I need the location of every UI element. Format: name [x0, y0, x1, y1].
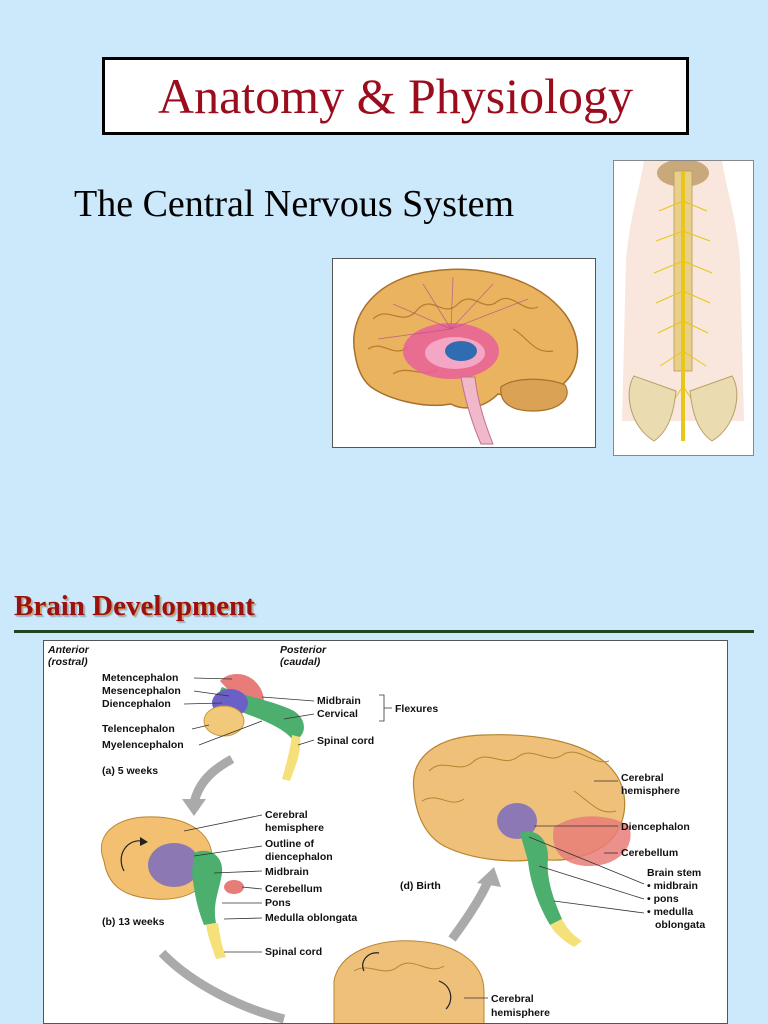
- slide-title: Anatomy & Physiology: [157, 68, 634, 124]
- label-cerebral-b: Cerebral: [265, 809, 308, 821]
- label-spinal-cord-b: Spinal cord: [265, 946, 322, 958]
- label-cerebellum-d: Cerebellum: [621, 847, 678, 859]
- label-stage-d: (d) Birth: [400, 880, 441, 892]
- spine-drawing: [622, 159, 744, 442]
- label-cerebral-c: Cerebral: [491, 993, 534, 1005]
- label-bs-oblongata: oblongata: [655, 919, 705, 931]
- label-midbrain-a: Midbrain: [317, 695, 361, 707]
- label-brain-stem: Brain stem: [647, 867, 701, 879]
- label-diencephalon-d: Diencephalon: [621, 821, 690, 833]
- brain-illustration: [332, 258, 596, 448]
- brain-c: [333, 940, 485, 1023]
- label-diencephalon-b: diencephalon: [265, 851, 333, 863]
- label-bs-midbrain: • midbrain: [647, 880, 698, 892]
- label-outline-of: Outline of: [265, 838, 314, 850]
- label-hemisphere-b: hemisphere: [265, 822, 324, 834]
- brain-development-figure: Anterior (rostral) Posterior (caudal) Me…: [43, 640, 728, 1024]
- label-caudal: (caudal): [280, 656, 321, 668]
- fetus-13-weeks: [100, 816, 244, 959]
- label-mesencephalon: Mesencephalon: [102, 685, 181, 697]
- brain-drawing: [353, 268, 579, 445]
- label-cerebral-d: Cerebral: [621, 772, 664, 784]
- label-anterior: Anterior: [47, 644, 90, 656]
- label-cervical: Cervical: [317, 708, 358, 720]
- label-rostral: (rostral): [48, 656, 88, 668]
- label-pons-b: Pons: [265, 897, 291, 909]
- label-medulla-b: Medulla oblongata: [265, 912, 357, 924]
- label-myelencephalon: Myelencephalon: [102, 739, 184, 751]
- label-stage-a: (a) 5 weeks: [102, 765, 158, 777]
- slide-subtitle: The Central Nervous System: [74, 183, 515, 225]
- label-cerebellum-b: Cerebellum: [265, 883, 322, 895]
- label-bs-pons: • pons: [647, 893, 679, 905]
- brain-birth: [412, 734, 631, 947]
- label-posterior: Posterior: [280, 644, 327, 656]
- label-spinal-cord-a: Spinal cord: [317, 735, 374, 747]
- label-hemisphere-d: hemisphere: [621, 785, 680, 797]
- label-diencephalon-a: Diencephalon: [102, 698, 171, 710]
- brain-development-diagram: Anterior (rostral) Posterior (caudal) Me…: [47, 644, 705, 1023]
- section-heading: Brain Development: [14, 590, 255, 622]
- title-box: Anatomy & Physiology: [102, 57, 689, 135]
- label-bs-medulla: • medulla: [647, 906, 693, 918]
- label-flexures: Flexures: [395, 703, 438, 715]
- embryo-5-weeks: [203, 674, 304, 781]
- label-hemisphere-c: hemisphere: [491, 1007, 550, 1019]
- spinal-cord-illustration: [613, 159, 754, 456]
- label-metencephalon: Metencephalon: [102, 672, 178, 684]
- label-telencephalon: Telencephalon: [102, 723, 175, 735]
- label-midbrain-b: Midbrain: [265, 866, 309, 878]
- label-stage-b: (b) 13 weeks: [102, 916, 165, 928]
- heading-divider: [14, 630, 754, 633]
